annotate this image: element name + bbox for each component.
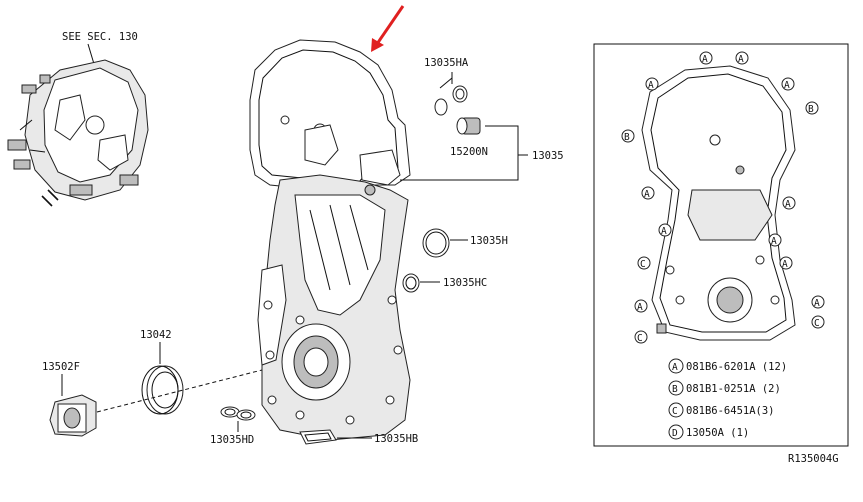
svg-text:B: B	[624, 132, 630, 143]
reference-code: R135004G	[788, 453, 839, 465]
marker-a-left-2: A	[641, 186, 655, 200]
callout-13035HC: 13035HC	[443, 277, 487, 289]
marker-d-bottom	[656, 323, 667, 334]
part-13035H[interactable]: 13035H	[422, 228, 508, 258]
svg-text:A: A	[782, 259, 788, 270]
legend-marker-d: D	[672, 428, 678, 439]
legend-text-c: 081B6-6451A(3)	[686, 405, 775, 417]
svg-text:A: A	[784, 80, 790, 91]
svg-text:A: A	[771, 236, 777, 247]
bracket-13035: 13035	[400, 125, 564, 181]
part-13035HB[interactable]: 13035HB	[299, 429, 418, 445]
svg-text:A: A	[738, 54, 744, 65]
marker-a-right-4: A	[779, 256, 793, 270]
svg-text:A: A	[648, 80, 654, 91]
svg-text:A: A	[661, 226, 667, 237]
callout-15200N: 15200N	[450, 146, 488, 158]
svg-text:B: B	[808, 104, 814, 115]
svg-text:A: A	[637, 302, 643, 313]
callout-13035H: 13035H	[470, 235, 508, 247]
callout-13502F: 13502F	[42, 361, 80, 373]
see-section-130-assembly[interactable]: SEE SEC. 130	[7, 31, 149, 207]
front-cover-13035[interactable]	[249, 39, 411, 441]
legend-marker-b: B	[672, 384, 678, 395]
callout-13035HD: 13035HD	[210, 434, 254, 446]
legend-row-d: D 13050A (1)	[668, 424, 749, 440]
svg-text:A: A	[702, 54, 708, 65]
svg-text:C: C	[637, 333, 643, 344]
legend-text-d: 13050A (1)	[686, 427, 749, 439]
marker-a-right-3: A	[768, 233, 782, 247]
svg-text:A: A	[785, 199, 791, 210]
svg-text:A: A	[814, 298, 820, 309]
marker-b-right: B	[805, 101, 819, 115]
part-15200N[interactable]: 15200N	[450, 117, 488, 158]
part-13502F[interactable]: 13502F	[42, 361, 97, 437]
legend-row-a: A 081B6-6201A (12)	[668, 358, 787, 374]
marker-a-left-3: A	[658, 223, 672, 237]
legend-marker-a: A	[672, 362, 678, 373]
legend-row-b: B 081B1-0251A (2)	[668, 380, 781, 396]
marker-c-left-1: C	[637, 256, 651, 270]
marker-a-top-left: A	[699, 51, 713, 65]
svg-text:C: C	[640, 259, 646, 270]
legend-text-a: 081B6-6201A (12)	[686, 361, 787, 373]
bolt-location-panel: A A A A B B A A A A C A A A C C A 081B6-…	[593, 43, 849, 447]
marker-a-top-right: A	[735, 51, 749, 65]
callout-13035: 13035	[532, 150, 564, 162]
marker-a-right-5: A	[811, 295, 825, 309]
marker-c-right: C	[811, 315, 825, 329]
svg-text:A: A	[644, 189, 650, 200]
marker-a-right-1: A	[781, 77, 795, 91]
see-section-label: SEE SEC. 130	[62, 31, 138, 43]
marker-a-left-4: A	[634, 299, 648, 313]
callout-13042: 13042	[140, 329, 172, 341]
legend-text-b: 081B1-0251A (2)	[686, 383, 781, 395]
marker-b-left: B	[621, 129, 635, 143]
callout-13035HA: 13035HA	[424, 57, 469, 69]
marker-a-right-2: A	[782, 196, 796, 210]
marker-a-left-1: A	[645, 77, 659, 91]
part-13035HD[interactable]: 13035HD	[210, 406, 256, 446]
legend-row-c: C 081B6-6451A(3)	[668, 402, 775, 418]
marker-c-left-2: C	[634, 330, 648, 344]
callout-13035HB: 13035HB	[374, 433, 418, 445]
alignment-dash-line	[96, 369, 263, 413]
part-13035HC[interactable]: 13035HC	[402, 273, 487, 293]
svg-text:C: C	[814, 318, 820, 329]
part-13035HA[interactable]: 13035HA	[424, 57, 469, 116]
part-13042[interactable]: 13042	[140, 329, 184, 415]
red-arrow-icon	[371, 5, 405, 52]
legend-marker-c: C	[672, 406, 678, 417]
